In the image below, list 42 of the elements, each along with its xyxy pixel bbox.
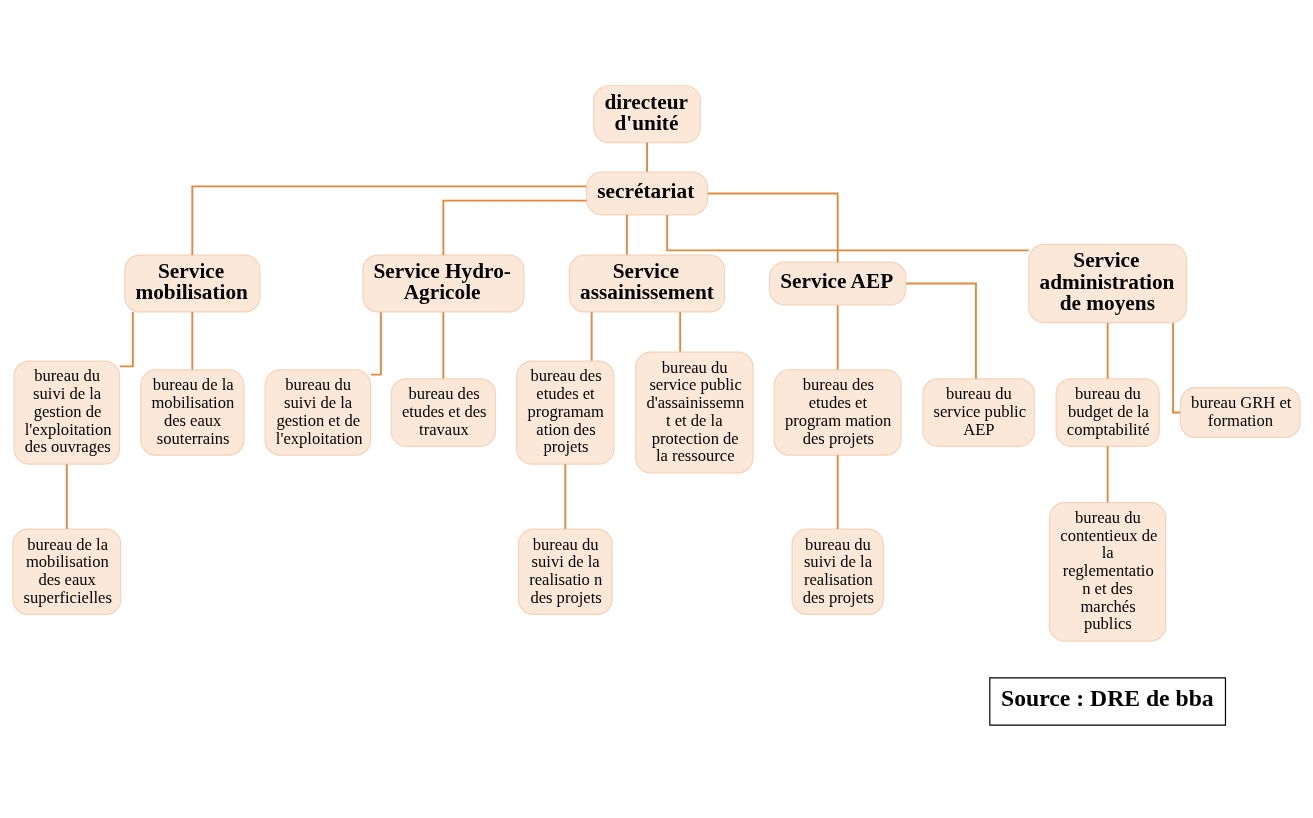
connector: [191, 311, 194, 371]
node-box: bureau de la mobilisation des eaux souterrains: [140, 369, 245, 456]
connector: [679, 311, 682, 353]
node-box: Service Hydro-Agricole: [362, 254, 525, 313]
connector: [370, 311, 382, 376]
node-box: secrétariat: [586, 171, 708, 216]
node-box: bureau du suivi de la gestion de l'exploitation des ouvrages: [13, 360, 121, 465]
node-box: bureau du suivi de la realisatio n des projets: [517, 528, 613, 616]
connector: [1106, 321, 1109, 380]
node-box: Service mobilisation: [124, 254, 261, 313]
connector: [1106, 445, 1109, 504]
connector: [65, 463, 68, 530]
connector: [442, 199, 588, 256]
node-box: bureau du budget de la comptabilité: [1055, 378, 1160, 447]
connector: [564, 463, 567, 530]
node-box: bureau des etudes et des travaux: [390, 378, 497, 447]
node-box: directeur d'unité: [593, 85, 701, 144]
node-box: bureau du suivi de la realisation des projets: [791, 528, 884, 616]
node-box: bureau GRH et formation: [1179, 387, 1301, 438]
connector: [646, 141, 648, 173]
connector: [118, 311, 134, 368]
connector: [590, 311, 593, 362]
node-box: bureau des etudes et program mation des projets: [773, 369, 902, 456]
node-box: Service administration de moyens: [1028, 243, 1187, 324]
connector: [905, 282, 977, 380]
connector: [666, 214, 1030, 252]
connector: [706, 192, 839, 264]
node-box: bureau des etudes et programam ation des projets: [516, 360, 615, 465]
connector: [836, 304, 839, 371]
connector: [625, 213, 628, 256]
connector: [836, 454, 839, 530]
node-box: bureau du contentieux de la reglementatio n et des marchés publics: [1049, 501, 1167, 642]
connector: [442, 311, 445, 380]
node-box: bureau de la mobilisation des eaux superficielles: [12, 528, 122, 616]
node-box: bureau du service public d'assainissemnt et de la protection de la ressource: [635, 351, 754, 474]
node-box: bureau du service public AEP: [922, 378, 1035, 447]
node-box: Service assainissement: [568, 254, 726, 313]
label: Source : DRE de bba: [1001, 685, 1214, 712]
connector: [191, 185, 588, 256]
node-box: bureau du suivi de la gestion et de l'exploitation: [264, 369, 372, 456]
connector: [1172, 321, 1182, 414]
node-box: Service AEP: [769, 261, 907, 306]
